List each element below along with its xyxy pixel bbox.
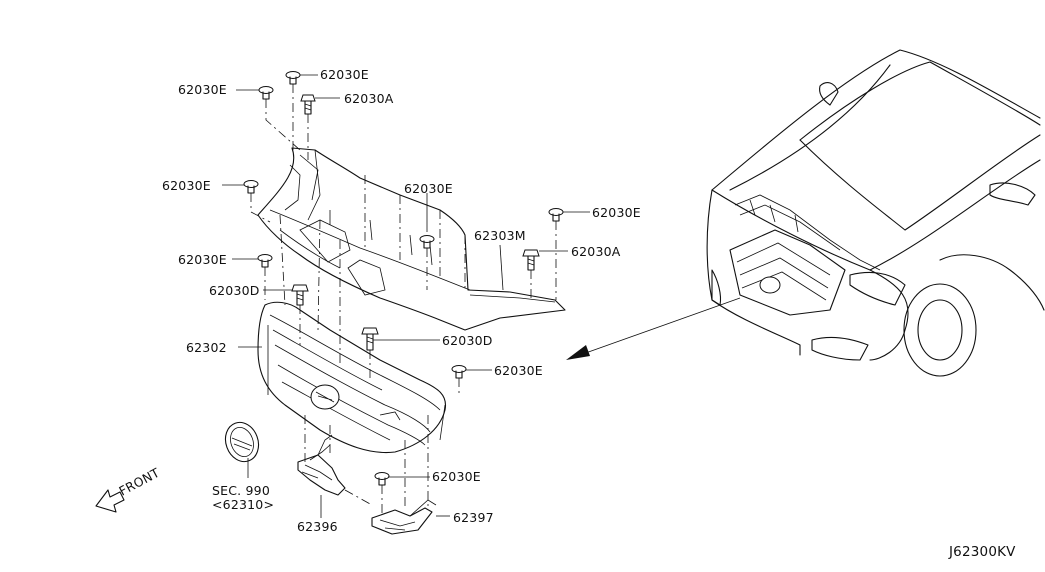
label-62030E-left1: 62030E: [178, 82, 227, 97]
clip-icon: [285, 71, 301, 85]
label-62396: 62396: [297, 519, 338, 534]
clip-icon: [548, 208, 564, 222]
reference-arrow: [566, 297, 741, 360]
bolt-icon: [522, 249, 540, 271]
fasteners: [243, 71, 564, 486]
label-62030E-left2: 62030E: [162, 178, 211, 193]
label-62030D-mid: 62030D: [442, 333, 493, 348]
label-62303M: 62303M: [474, 228, 526, 243]
label-62030D-left: 62030D: [209, 283, 260, 298]
clip-icon: [258, 86, 274, 100]
car-front-illustration: [706, 49, 1045, 377]
clip-icon: [451, 365, 467, 379]
bolt-icon: [291, 284, 309, 306]
clip-icon: [243, 180, 259, 194]
grille-62302: [257, 301, 447, 454]
bolt-icon: [300, 94, 316, 115]
diagram-code: J62300KV: [948, 544, 1016, 560]
leader-lines: [222, 74, 590, 518]
section-ref-label: SEC. 990: [212, 483, 270, 498]
front-label: FRONT: [116, 465, 162, 499]
clip-icon: [257, 254, 273, 268]
clip-icon: [419, 235, 435, 249]
label-62030E-low: 62030E: [432, 469, 481, 484]
label-62030E-left3: 62030E: [178, 252, 227, 267]
bolt-icon: [361, 327, 379, 351]
front-arrow: [95, 489, 125, 513]
callout-labels: 62030E 62030E 62030A 62030E 62030E 62030…: [116, 67, 1016, 560]
label-62030E-mid: 62030E: [404, 181, 453, 196]
clip-icon: [374, 472, 390, 486]
label-62302: 62302: [186, 340, 227, 355]
label-62397: 62397: [453, 510, 494, 525]
label-62030A-top: 62030A: [344, 91, 394, 106]
bracket-62396: [297, 434, 346, 496]
label-62030E-top: 62030E: [320, 67, 369, 82]
section-part-label: <62310>: [212, 497, 274, 512]
upper-cover-62303M: [257, 147, 566, 331]
label-62030E-grille: 62030E: [494, 363, 543, 378]
label-62030A-right: 62030A: [571, 244, 621, 259]
label-62030E-right: 62030E: [592, 205, 641, 220]
emblem-sec990: [224, 421, 260, 463]
